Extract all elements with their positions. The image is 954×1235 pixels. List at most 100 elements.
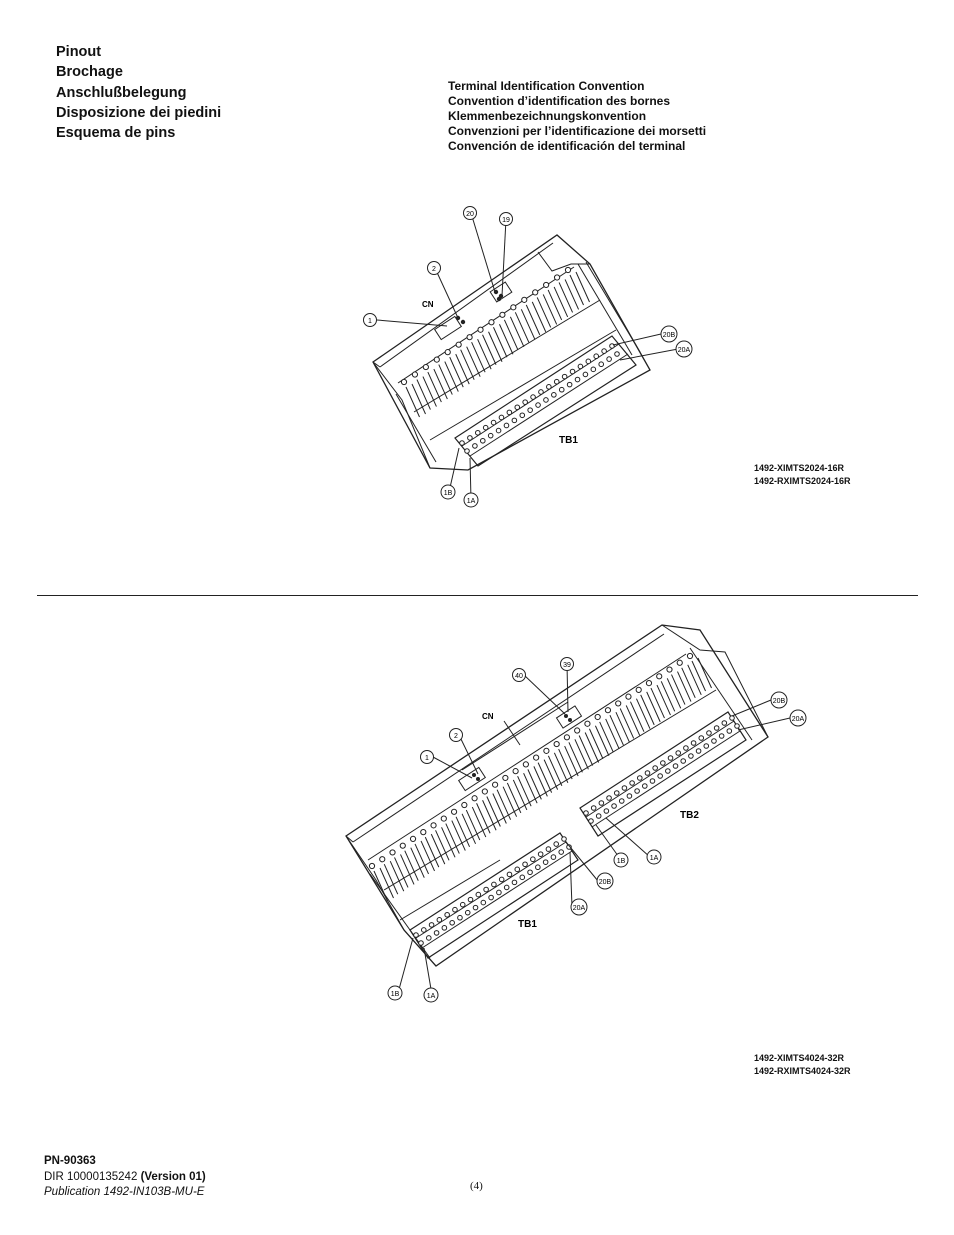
led-indicator (466, 334, 473, 341)
led-indicator (399, 842, 406, 849)
relay-divider (424, 836, 440, 868)
svg-text:1A: 1A (650, 855, 659, 862)
relay-divider (455, 816, 471, 848)
relay-divider (584, 732, 600, 763)
led-indicator (645, 679, 653, 687)
relay-divider (482, 800, 497, 831)
led-indicator (440, 815, 447, 822)
relay-divider (527, 769, 542, 800)
relay-divider (615, 711, 630, 743)
led-indicator (553, 274, 561, 281)
terminal-screw (482, 424, 489, 431)
convention-en: Terminal Identification Convention (448, 79, 645, 93)
terminal-screw (464, 448, 470, 454)
relay-divider (537, 762, 553, 793)
led-indicator (594, 713, 601, 721)
callout-terminal-20a: 20A (675, 340, 693, 358)
relay-divider (523, 772, 538, 804)
terminal-screw (433, 930, 440, 936)
module-32r-relays (368, 652, 712, 902)
relay-divider (564, 279, 580, 310)
led-indicator (574, 727, 581, 734)
terminal-screw (574, 376, 581, 383)
terminal-screw (550, 854, 557, 860)
relay-divider (578, 735, 594, 766)
svg-text:20B: 20B (599, 879, 612, 886)
terminal-screw (530, 394, 536, 400)
relay-divider (466, 346, 481, 377)
relay-divider (482, 334, 497, 365)
terminal-screw (590, 805, 597, 811)
terminal-screw (546, 384, 552, 390)
terminal-screw (538, 389, 544, 395)
relay-divider (444, 361, 459, 392)
relay-divider (542, 294, 558, 325)
led-indicator (471, 795, 478, 802)
relay-divider (476, 803, 491, 834)
led-indicator (455, 341, 462, 348)
terminal-screw (522, 399, 528, 405)
terminal-screw (464, 909, 471, 916)
terminal-screw (621, 785, 628, 791)
terminal-screw (598, 361, 605, 368)
relay-divider (635, 698, 651, 729)
relay-divider (520, 309, 536, 340)
terminal-screw (428, 922, 435, 928)
led-indicator (563, 734, 571, 741)
part-number: PN-90363 (44, 1155, 96, 1167)
terminal-screw (683, 745, 689, 751)
relay-divider (625, 705, 641, 736)
svg-text:39: 39 (563, 662, 571, 669)
module-16r-model-numbers: 1492-XIMTS2024-16R 1492-RXIMTS2024-16R (754, 462, 851, 487)
module-32r-callouts: 1 2 40 39 20B 20A 1B 1A 20B 20A 1B 1A CN… (387, 657, 807, 1003)
module-16r-relays (400, 266, 590, 418)
relay-divider (461, 813, 477, 845)
terminal-screw (598, 800, 605, 806)
callout-pin-39: 39 (560, 657, 574, 671)
terminal-screw (444, 911, 450, 918)
led-indicator (491, 781, 499, 788)
terminal-screw (590, 366, 597, 373)
relay-divider (471, 806, 487, 838)
terminal-screw (561, 836, 567, 842)
led-indicator (389, 849, 396, 856)
terminal-screw (626, 793, 633, 799)
relay-divider (373, 870, 388, 902)
relay-divider (553, 286, 569, 318)
terminal-screw (467, 896, 474, 903)
dir-number: DIR 10000135242 (44, 1170, 141, 1183)
callout-tb1-1b: 1B (387, 985, 403, 1001)
terminal-screw (498, 876, 505, 883)
relay-divider (594, 725, 610, 756)
led-indicator (522, 761, 529, 768)
module-16r-callouts: 1 2 20 19 20B 20A 1B 1A CN TB1 (363, 206, 693, 508)
callout-tb2-1a: 1A (646, 849, 662, 865)
relay-divider (525, 304, 541, 336)
terminal-screw (467, 435, 473, 441)
callout-tb2-20b: 20B (770, 691, 788, 709)
relay-divider (499, 324, 514, 355)
terminal-screw (688, 753, 694, 759)
relay-divider (671, 674, 686, 705)
relay-divider (441, 827, 456, 858)
led-indicator (420, 829, 427, 836)
relay-divider (553, 752, 569, 784)
terminal-screw (553, 841, 560, 847)
led-indicator (488, 319, 495, 326)
terminal-screw (649, 778, 656, 784)
led-indicator (461, 801, 468, 809)
terminal-screw (652, 765, 658, 771)
section-divider (37, 595, 918, 596)
tb2-label: TB2 (680, 810, 699, 821)
terminal-screw (577, 363, 584, 370)
callout-pin-20: 20 (463, 206, 477, 220)
led-indicator (477, 326, 484, 333)
relay-divider (400, 854, 415, 885)
model-number: 1492-RXIMTS2024-16R (754, 475, 851, 486)
terminal-screw (527, 407, 533, 413)
relay-divider (411, 383, 426, 415)
cn-label: CN (482, 712, 494, 721)
led-indicator (499, 311, 506, 318)
terminal-screw (490, 419, 497, 426)
terminal-screw (558, 849, 565, 855)
